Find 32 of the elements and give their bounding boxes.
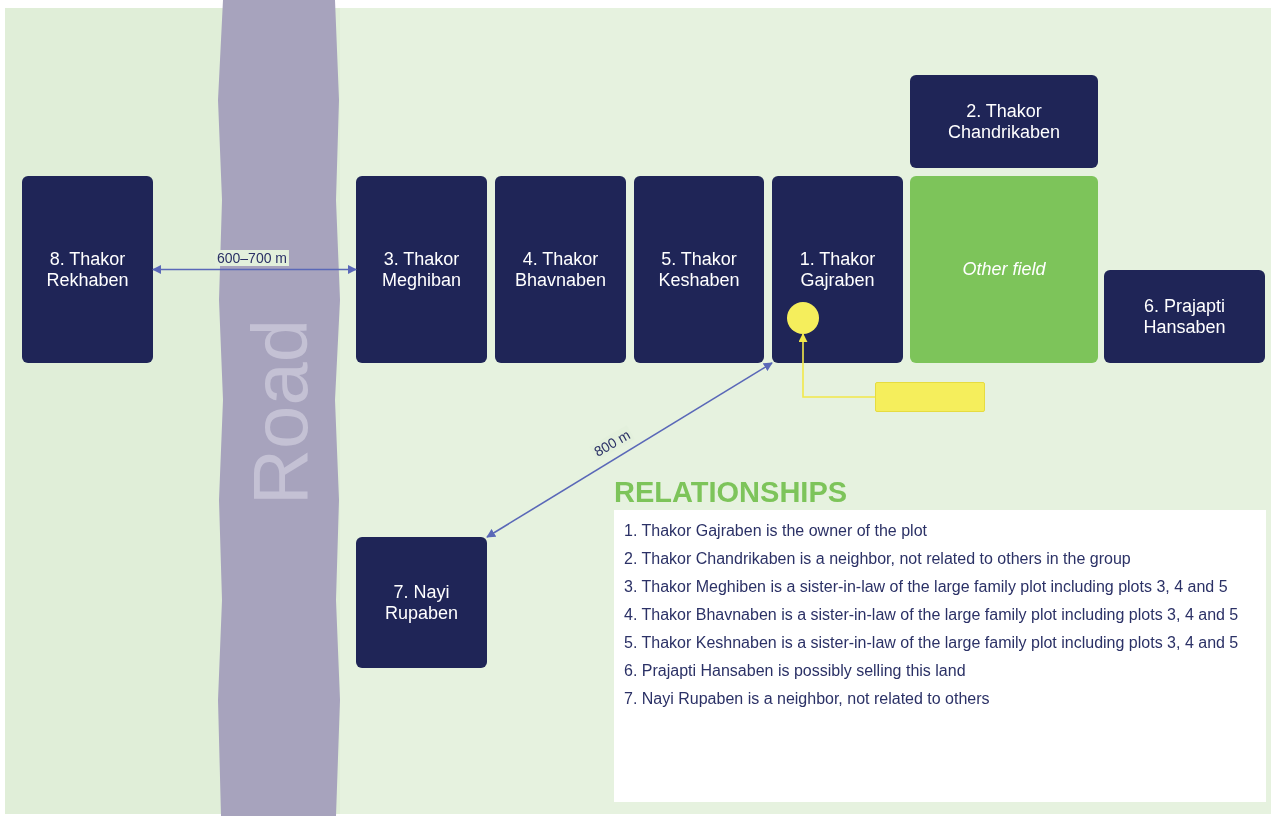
callout-box	[875, 382, 985, 412]
plot-label: 6. Prajapti Hansaben	[1142, 295, 1227, 338]
plot-box	[495, 176, 626, 363]
plot-box	[1104, 270, 1265, 363]
plot-box	[910, 75, 1098, 168]
plot-label: 2. Thakor Chandrikaben	[946, 100, 1062, 143]
arrow	[798, 333, 876, 398]
plot-box	[634, 176, 764, 363]
list-item: 1. Thakor Gajraben is the owner of the plot	[624, 521, 928, 541]
field-box	[910, 176, 1098, 363]
plot-label: 8. Thakor Rekhaben	[45, 248, 130, 291]
plot-box	[772, 176, 903, 363]
list-item: 4. Thakor Bhavnaben is a sister-in-law of the large family plot including plots 3, 4 and 5	[624, 605, 1240, 625]
plot-box	[22, 176, 153, 363]
plot-label: 3. Thakor Meghiban	[380, 248, 463, 291]
list-item: 6. Prajapti Hansaben is possibly selling this land	[624, 661, 967, 681]
field-label: Other field	[961, 259, 1047, 280]
plot-label: 7. Nayi Rupaben	[383, 581, 460, 624]
section-heading: RELATIONSHIPS	[614, 476, 848, 509]
list-item: 5. Thakor Keshnaben is a sister-in-law of the large family plot including plots 3, 4 and 5	[624, 633, 1240, 653]
double-arrow	[486, 362, 773, 538]
plot-label: 1. Thakor Gajraben	[798, 248, 877, 291]
marker-dot	[787, 302, 819, 334]
plot-label: 5. Thakor Keshaben	[657, 248, 741, 291]
double-arrow	[152, 265, 357, 274]
plot-box	[356, 176, 487, 363]
list-item: 3. Thakor Meghiben is a sister-in-law of the large family plot including plots 3, 4 and 5	[624, 577, 1229, 597]
edge-label: 600–700 m	[214, 250, 290, 266]
list-item: 7. Nayi Rupaben is a neighbor, not related to others	[624, 689, 991, 709]
plot-label: 4. Thakor Bhavnaben	[513, 248, 608, 291]
plot-box	[356, 537, 487, 668]
list-item: 2. Thakor Chandrikaben is a neighbor, not related to others in the group	[624, 549, 1132, 569]
